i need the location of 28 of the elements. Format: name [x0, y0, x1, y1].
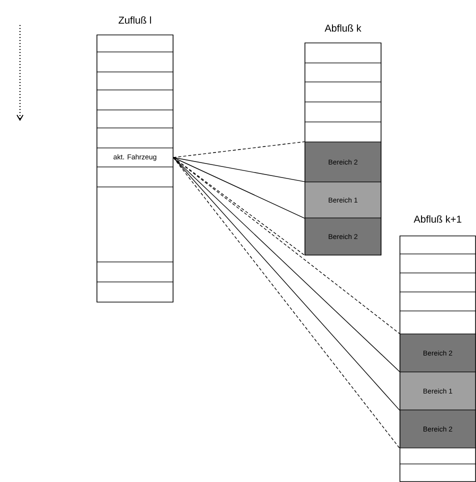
- queue-cell: [96, 110, 174, 128]
- queue-cell: [400, 310, 476, 334]
- node-label: Abfluß k+1: [414, 215, 462, 223]
- queue-cell: [96, 166, 174, 188]
- queue-cell: [96, 52, 174, 72]
- queue-cell: [304, 102, 382, 122]
- queue-cell: [400, 292, 476, 312]
- queue-cell: [96, 72, 174, 90]
- queue-cell: [304, 82, 382, 102]
- queue-cell: [400, 236, 476, 254]
- node-label: Abfluß k: [324, 24, 362, 32]
- queue-cell: [96, 128, 174, 148]
- connector-line: [172, 157, 306, 182]
- queue-cell: [96, 262, 174, 282]
- queue-cell: [400, 464, 476, 482]
- connector-line: [172, 141, 306, 158]
- queue-cell: [96, 90, 174, 110]
- queue-cell: [400, 272, 476, 292]
- node-label: Zufluß l: [118, 16, 151, 24]
- queue-cell: [96, 282, 174, 302]
- connector-line: [172, 157, 306, 219]
- queue-cell: [304, 62, 382, 82]
- queue-cell: [304, 122, 382, 142]
- queue-cell: [400, 448, 476, 464]
- queue-cell: [304, 42, 382, 64]
- queue-cell: [96, 34, 174, 52]
- connector-line: [172, 157, 400, 334]
- queue-cell: [400, 254, 476, 274]
